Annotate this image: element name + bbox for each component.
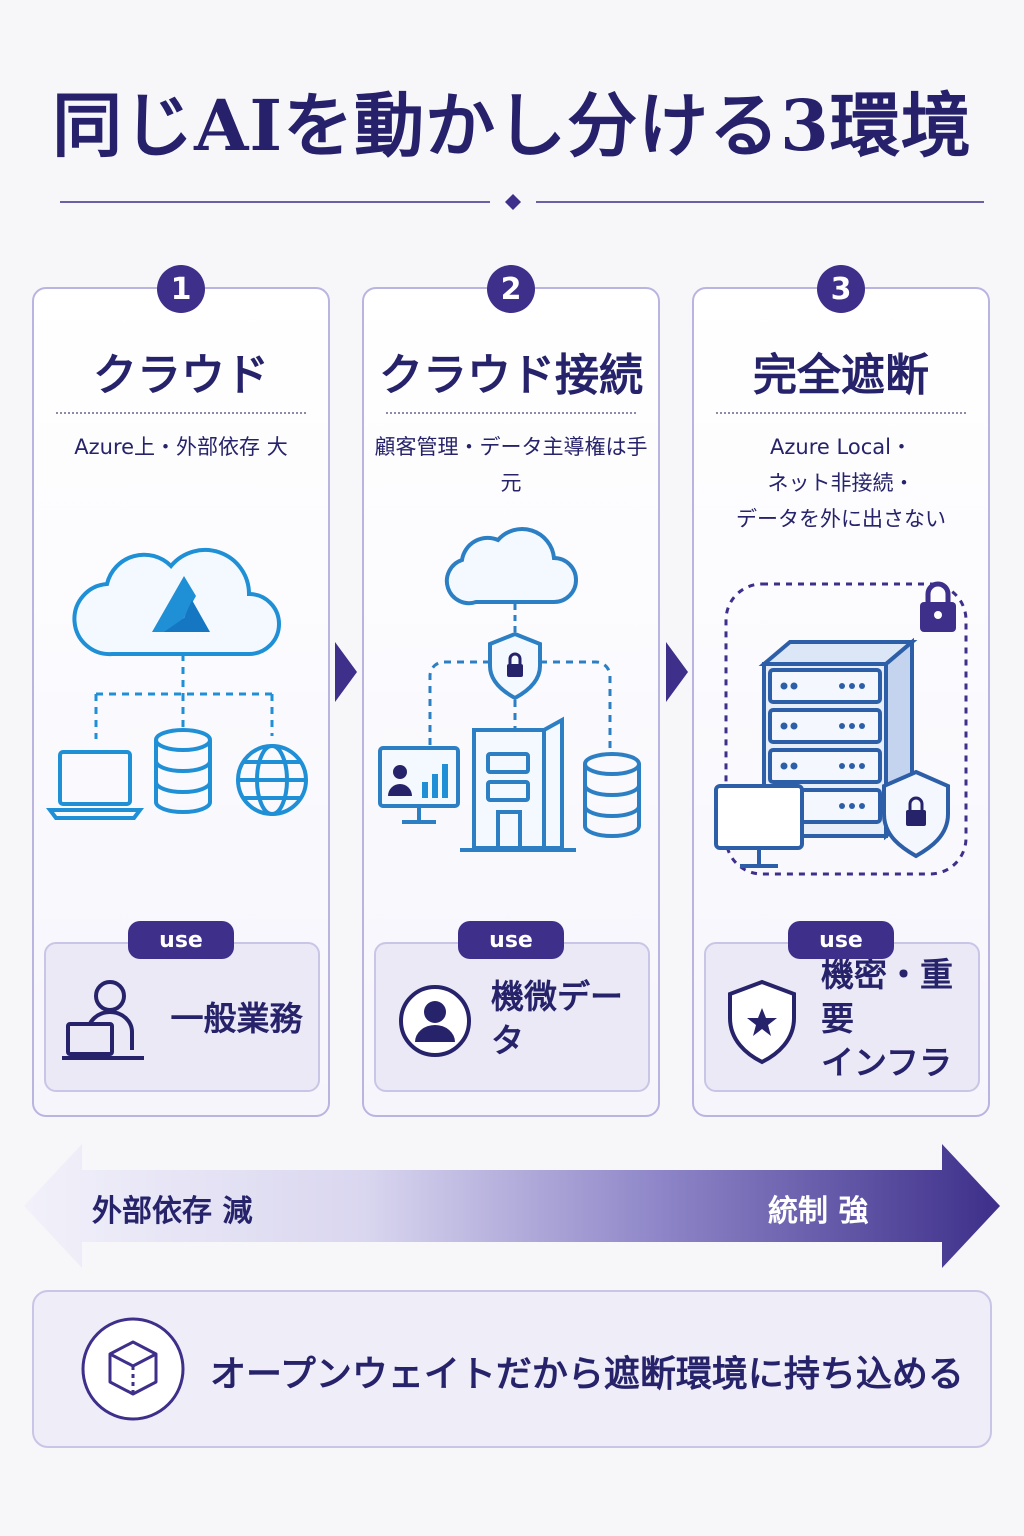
use-tag: use — [458, 921, 564, 959]
database-icon — [583, 752, 641, 838]
title-divider — [60, 194, 984, 210]
cloud-icon — [444, 527, 578, 606]
desc-line: 顧客管理・データ主導権は手元 — [374, 435, 648, 495]
page-title: 同じAIを動かし分ける3環境 — [52, 84, 972, 167]
laptop-icon — [46, 750, 144, 820]
isolated-illustration — [714, 581, 968, 876]
use-tag: use — [128, 921, 234, 959]
use-label-line: 機微データ — [491, 977, 623, 1060]
chevron-right-icon — [335, 642, 357, 702]
step-badge-3: 3 — [817, 265, 865, 313]
card-fully-isolated: 3 完全遮断 Azure Local・ ネット非接続・ データを外に出さない — [692, 265, 990, 1117]
card-description: 顧客管理・データ主導権は手元 — [374, 429, 648, 501]
desc-line: ネット非接続・ — [767, 471, 915, 495]
desc-line: Azure上・外部依存 大 — [74, 435, 288, 459]
card-cloud-connected: 2 クラウド接続 顧客管理・データ主導権は手元 — [362, 265, 660, 1117]
card-title: クラウド接続 — [379, 350, 643, 401]
connected-illustration — [378, 527, 641, 852]
globe-icon — [236, 744, 308, 816]
use-case-label: 機密・重要 インフラ — [821, 944, 972, 1094]
chevron-right-icon — [666, 642, 688, 702]
use-case-box: 機微データ — [374, 942, 650, 1092]
card-cloud: 1 クラウド Azure上・外部依存 大 — [32, 265, 330, 1117]
spectrum-arrow — [24, 1144, 1000, 1268]
use-tag: use — [788, 921, 894, 959]
cube-icon — [81, 1317, 185, 1421]
monitor-chart-icon — [378, 746, 460, 824]
shield-star-icon — [728, 979, 796, 1065]
card-title: クラウド — [93, 350, 269, 401]
footer-banner: オープンウェイトだから遮断環境に持ち込める — [32, 1290, 992, 1448]
use-label-line: インフラ — [821, 1043, 953, 1082]
footer-text: オープンウェイトだから遮断環境に持ち込める — [210, 1354, 964, 1395]
use-case-label: 機微データ — [491, 944, 642, 1094]
dotted-divider — [56, 412, 306, 414]
step-badge-1: 1 — [157, 265, 205, 313]
dotted-divider — [716, 412, 966, 414]
use-case-box: 機密・重要 インフラ — [704, 942, 980, 1092]
cloud-illustration — [46, 547, 308, 820]
desc-line: Azure Local・ — [770, 435, 912, 459]
shield-lock-icon — [882, 769, 950, 859]
dotted-divider — [386, 412, 636, 414]
step-badge-2: 2 — [487, 265, 535, 313]
desc-line: データを外に出さない — [736, 507, 946, 531]
user-circle-icon — [399, 985, 471, 1057]
use-label-line: 機密・重要 — [821, 955, 953, 1038]
card-description: Azure Local・ ネット非接続・ データを外に出さない — [704, 429, 978, 537]
padlock-icon — [920, 581, 956, 632]
database-icon — [154, 728, 212, 814]
shield-lock-icon — [488, 631, 542, 701]
card-description: Azure上・外部依存 大 — [44, 429, 318, 465]
use-label-line: 一般業務 — [170, 999, 303, 1038]
spectrum-left-label: 外部依存 減 — [92, 1194, 253, 1229]
monitor-icon — [714, 784, 804, 868]
use-case-label: 一般業務 — [161, 944, 312, 1094]
card-title: 完全遮断 — [753, 350, 929, 401]
azure-logo-icon — [152, 576, 210, 632]
use-case-box: 一般業務 — [44, 942, 320, 1092]
person-laptop-icon — [62, 980, 144, 1060]
spectrum-right-label: 統制 強 — [768, 1194, 869, 1229]
building-icon — [460, 716, 576, 852]
